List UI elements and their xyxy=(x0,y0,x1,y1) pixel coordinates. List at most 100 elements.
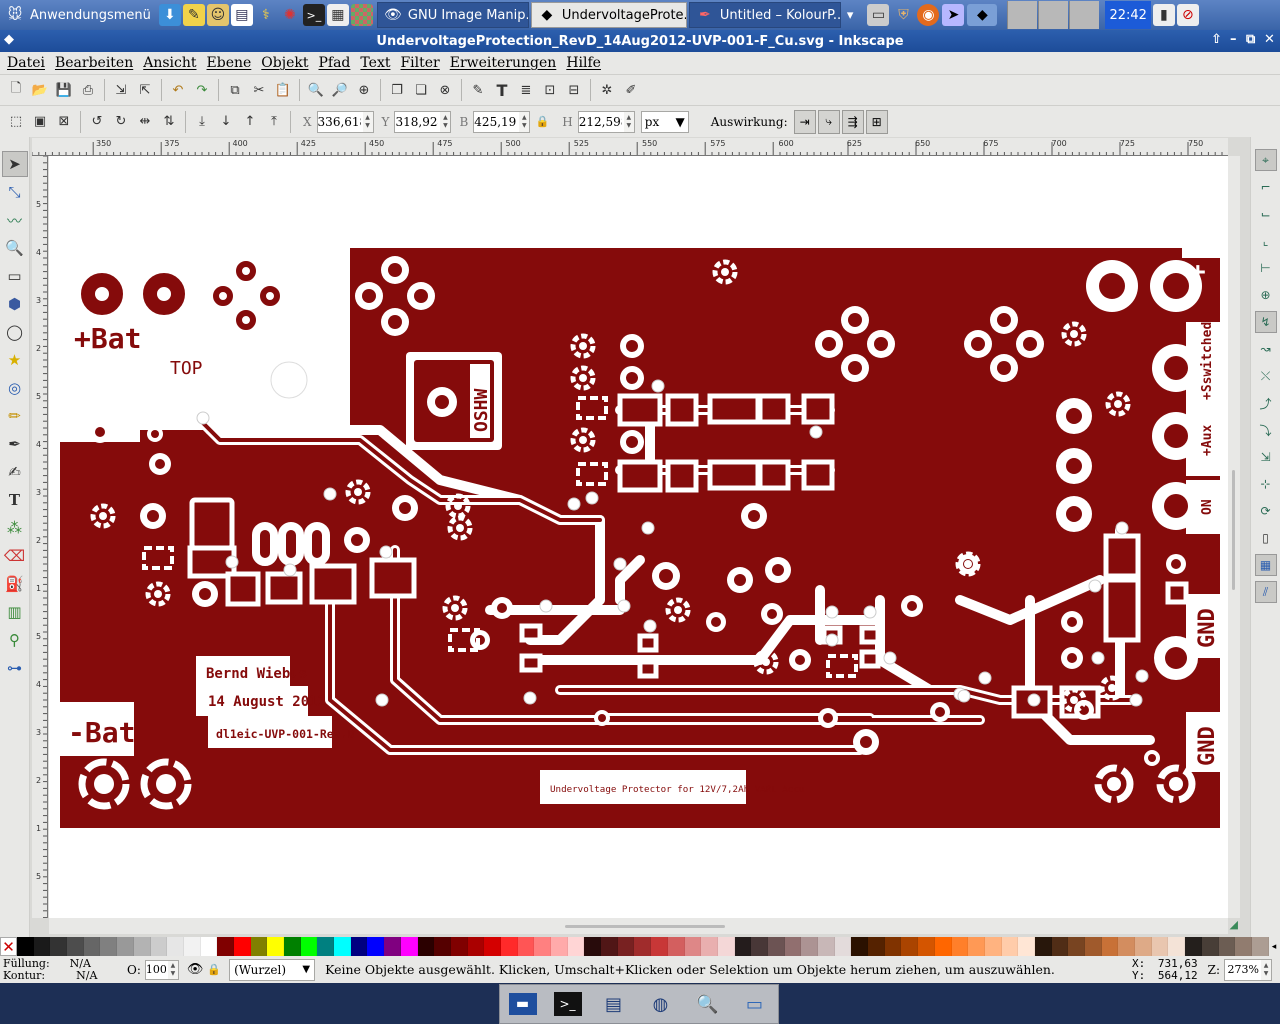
y-input[interactable] xyxy=(395,111,441,132)
scale-stroke-icon[interactable]: ⇥ xyxy=(793,109,816,134)
menu-pfad[interactable]: Pfad xyxy=(318,55,351,71)
print-icon[interactable]: ⎙ xyxy=(82,82,94,98)
color-swatch[interactable] xyxy=(517,937,535,956)
task-kolourpaint[interactable]: ✒ Untitled – KolourP... xyxy=(688,2,841,28)
flip-vertical-icon[interactable]: ⇅ xyxy=(163,114,175,129)
color-swatch[interactable] xyxy=(717,937,735,956)
layer-visibility-icon[interactable]: 👁 xyxy=(186,962,204,977)
color-swatch[interactable] xyxy=(1118,937,1136,956)
color-swatch[interactable] xyxy=(100,937,118,956)
task-inkscape[interactable]: ◆ UndervoltageProte... xyxy=(530,2,687,28)
color-swatch[interactable] xyxy=(133,937,151,956)
spiral-tool-icon[interactable]: ◎ xyxy=(7,379,22,397)
cursor-icon[interactable]: ➤ xyxy=(942,4,965,26)
tray-slot-2[interactable] xyxy=(1038,1,1069,29)
vertical-scrollbar[interactable] xyxy=(1228,156,1240,918)
color-swatch[interactable] xyxy=(951,937,969,956)
color-swatch[interactable] xyxy=(50,937,68,956)
zoom-page-icon[interactable]: ⊕ xyxy=(358,82,370,98)
node-tool-icon[interactable]: ⤡ xyxy=(8,183,21,201)
selector-tool-icon[interactable]: ➤ xyxy=(1,151,28,177)
move-gradients-icon[interactable]: ⇶ xyxy=(841,109,864,134)
move-patterns-icon[interactable]: ⊞ xyxy=(865,109,888,134)
color-swatch[interactable] xyxy=(233,937,251,956)
tray-slot-3[interactable] xyxy=(1069,1,1100,29)
save-icon[interactable]: 💾 xyxy=(55,82,73,98)
snap-midpoint-icon[interactable]: ⇲ xyxy=(1260,450,1271,464)
color-swatch[interactable] xyxy=(334,937,351,956)
minimize-icon[interactable]: – xyxy=(1230,32,1237,47)
color-swatch[interactable] xyxy=(17,937,34,956)
scrollbar-thumb[interactable] xyxy=(1232,470,1235,590)
calculator-icon[interactable]: ▦ xyxy=(326,4,349,26)
color-swatch[interactable] xyxy=(968,937,985,956)
open-icon[interactable]: 📂 xyxy=(31,82,49,98)
snap-intersection-icon[interactable]: ⤬ xyxy=(1260,368,1271,383)
align-icon[interactable]: ⊟ xyxy=(568,82,580,98)
snap-page-icon[interactable]: ▯ xyxy=(1262,531,1269,545)
color-swatch[interactable] xyxy=(384,937,401,956)
color-swatch[interactable] xyxy=(1018,937,1035,956)
flip-horizontal-icon[interactable]: ⇹ xyxy=(139,114,151,129)
snap-nodes-icon[interactable]: ↯ xyxy=(1254,311,1277,333)
color-swatch[interactable] xyxy=(250,937,268,956)
file-cabinet-icon[interactable]: ▤ xyxy=(604,993,622,1015)
pencil-tool-icon[interactable]: ✏ xyxy=(8,407,21,425)
color-swatch[interactable] xyxy=(1168,937,1186,956)
width-input[interactable] xyxy=(474,111,520,132)
color-swatch[interactable] xyxy=(1034,937,1052,956)
color-swatch[interactable] xyxy=(400,937,418,956)
snap-bbox-center-icon[interactable]: ⊕ xyxy=(1260,288,1271,302)
no-paint-icon[interactable]: ✕ xyxy=(0,937,17,956)
download-icon[interactable]: ⬇ xyxy=(158,4,181,26)
3d-box-tool-icon[interactable]: ⬢ xyxy=(7,295,22,313)
color-swatch[interactable] xyxy=(984,937,1002,956)
share-icon[interactable]: ✺ xyxy=(284,7,296,23)
select-all-layers-icon[interactable]: ▣ xyxy=(33,114,47,129)
notes-icon[interactable]: ✎ xyxy=(182,4,205,26)
color-swatch[interactable] xyxy=(734,937,752,956)
color-swatch[interactable] xyxy=(667,937,685,956)
color-swatch[interactable] xyxy=(868,937,885,956)
shield-icon[interactable]: ⛨ xyxy=(898,7,909,23)
color-swatch[interactable] xyxy=(1135,937,1152,956)
color-swatch[interactable] xyxy=(300,937,318,956)
color-swatch[interactable] xyxy=(284,937,301,956)
color-swatch[interactable] xyxy=(1101,937,1119,956)
x-input[interactable] xyxy=(317,111,363,132)
paste-icon[interactable]: 📋 xyxy=(274,82,292,98)
layer-select[interactable]: (Wurzel)▼ xyxy=(229,958,316,981)
menu-objekt[interactable]: Objekt xyxy=(261,55,309,71)
rectangle-tool-icon[interactable]: ▭ xyxy=(7,267,22,285)
clone-icon[interactable]: ❏ xyxy=(415,82,427,98)
unlink-clone-icon[interactable]: ⊗ xyxy=(439,82,451,98)
color-swatch[interactable] xyxy=(701,937,718,956)
ellipse-tool-icon[interactable]: ◯ xyxy=(6,323,23,341)
snap-smooth-icon[interactable]: ⤵ xyxy=(1259,423,1272,438)
color-swatch[interactable] xyxy=(617,937,635,956)
color-swatch[interactable] xyxy=(567,937,585,956)
color-swatch[interactable] xyxy=(150,937,168,956)
color-swatch[interactable] xyxy=(1235,937,1252,956)
clock[interactable]: 22:42 xyxy=(1105,1,1151,29)
layers-icon[interactable]: ≣ xyxy=(520,82,532,98)
inkscape-tray-icon[interactable]: ◆ xyxy=(967,4,998,26)
window-icon[interactable]: ▭ xyxy=(867,4,890,26)
snap-bbox-icon[interactable]: ⌐ xyxy=(1260,180,1271,194)
zoom-field[interactable]: ▲▼ xyxy=(1224,958,1272,981)
color-swatch[interactable] xyxy=(767,937,785,956)
fill-value[interactable]: N/A xyxy=(69,956,91,970)
eraser-tool-icon[interactable]: ⌫ xyxy=(3,547,26,565)
rotate-ccw-icon[interactable]: ↺ xyxy=(91,114,103,129)
zoom-tool-icon[interactable]: 🔍 xyxy=(5,239,24,257)
horizontal-scrollbar[interactable]: ◢ xyxy=(49,918,1238,934)
checker-icon[interactable] xyxy=(350,4,373,26)
color-swatch[interactable] xyxy=(117,937,134,956)
snap-guide-icon[interactable]: ⫽ xyxy=(1254,581,1277,603)
dropper-tool-icon[interactable]: ⚲ xyxy=(9,631,20,649)
terminal-icon[interactable]: >_ xyxy=(553,992,582,1016)
color-swatch[interactable] xyxy=(784,937,802,956)
app-menu-button[interactable]: 🐭 Anwendungsmenü xyxy=(0,2,155,28)
color-swatch[interactable] xyxy=(751,937,768,956)
color-swatch[interactable] xyxy=(1251,937,1269,956)
